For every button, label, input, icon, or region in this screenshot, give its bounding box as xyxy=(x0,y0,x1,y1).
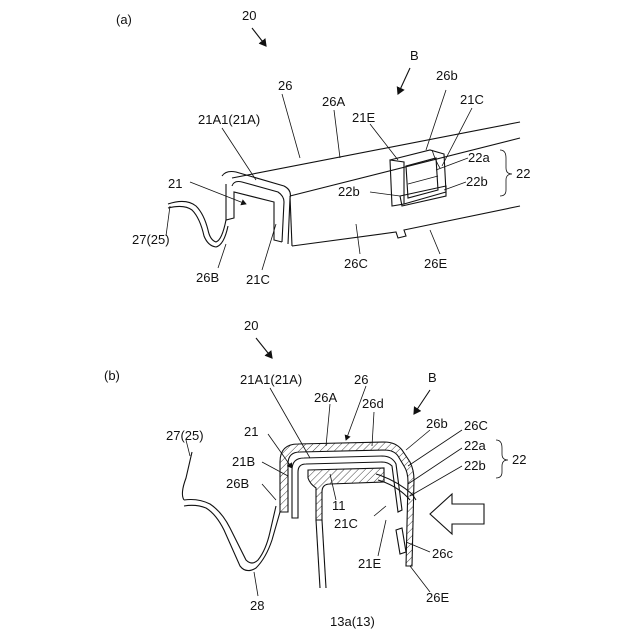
part-11-section xyxy=(308,468,384,520)
panel-13-line-2 xyxy=(322,520,326,588)
label-26b-side-a: 26B xyxy=(196,270,219,285)
label-26-a: 26 xyxy=(278,78,292,93)
label-21-b: 21 xyxy=(244,424,258,439)
panel-a-caption: (a) xyxy=(116,12,132,27)
leader-26-a xyxy=(282,94,300,158)
leader-21e-b xyxy=(378,520,386,556)
label-26b-b: 26b xyxy=(426,416,448,431)
label-20-b: 20 xyxy=(244,318,258,333)
leader-21c-b xyxy=(374,506,386,516)
weatherstrip-outer xyxy=(168,201,226,242)
weatherstrip-inner-b xyxy=(184,500,276,564)
label-26-b: 26 xyxy=(354,372,368,387)
leader-26b-side-b xyxy=(262,484,276,500)
clip-window-left xyxy=(390,160,404,206)
leader-28-b xyxy=(254,572,258,596)
arrow-20-b xyxy=(256,338,272,358)
label-22a-b: 22a xyxy=(464,438,486,453)
label-21c-b: 21C xyxy=(334,516,358,531)
leader-22a-a xyxy=(436,158,468,170)
label-27-a: 27(25) xyxy=(132,232,170,247)
label-22-a: 22 xyxy=(516,166,530,181)
cover-end-outer xyxy=(222,172,290,245)
leader-21c-a-left xyxy=(262,224,276,270)
leader-26a-a xyxy=(334,110,340,158)
label-26a-a: 26A xyxy=(322,94,345,109)
label-21c-a-left: 21C xyxy=(246,272,270,287)
panel-b: (b) 20 B xyxy=(104,318,526,629)
label-22b-b: 22b xyxy=(464,458,486,473)
label-27-b: 27(25) xyxy=(166,428,204,443)
label-21a1-b: 21A1(21A) xyxy=(240,372,302,387)
label-11-b: 11 xyxy=(332,498,346,513)
leader-26b-a xyxy=(426,90,446,150)
label-13-b: 13a(13) xyxy=(330,614,375,629)
label-21-a: 21 xyxy=(168,176,182,191)
leader-26e-b xyxy=(410,566,430,592)
label-26c-a: 26C xyxy=(344,256,368,271)
brace-22-b xyxy=(496,440,508,478)
clip-22a-body xyxy=(406,158,438,198)
leader-21e-a xyxy=(370,124,398,160)
weatherstrip-inner xyxy=(168,206,228,247)
leader-26b-side-a xyxy=(218,244,226,268)
leader-22b-a-right xyxy=(444,182,466,190)
arrow-b-a xyxy=(398,68,410,94)
label-21b-b: 21B xyxy=(232,454,255,469)
label-26d-b: 26d xyxy=(362,396,384,411)
weatherstrip-lip-b xyxy=(182,452,192,500)
bracket-21-section xyxy=(292,456,402,518)
clip-22a-line xyxy=(408,176,438,184)
label-26a-b: 26A xyxy=(314,390,337,405)
label-26b-a: 26b xyxy=(436,68,458,83)
cover-end-inner xyxy=(232,182,284,243)
label-21e-b: 21E xyxy=(358,556,381,571)
panel-b-caption: (b) xyxy=(104,368,120,383)
panel-13-line-1 xyxy=(316,520,320,588)
leader-26d-b xyxy=(372,412,374,446)
brace-22-a xyxy=(500,150,512,196)
label-26e-b: 26E xyxy=(426,590,449,605)
leader-22a-b xyxy=(408,448,462,484)
bracket-21-profile xyxy=(226,184,282,242)
label-21e-a: 21E xyxy=(352,110,375,125)
cover-26c-lip xyxy=(396,528,406,554)
label-22-b: 22 xyxy=(512,452,526,467)
arrow-20-a xyxy=(252,28,266,46)
leader-26a-b xyxy=(326,404,330,446)
label-26c-upper-b: 26C xyxy=(464,418,488,433)
leader-26e-a xyxy=(430,230,440,254)
label-26c-lower-b: 26c xyxy=(432,546,453,561)
leader-26c-upper-b xyxy=(408,430,462,466)
label-20-a: 20 xyxy=(242,8,256,23)
label-28-b: 28 xyxy=(250,598,264,613)
label-b-b: B xyxy=(428,370,437,385)
label-22b-a-left: 22b xyxy=(338,184,360,199)
weatherstrip-outer-b xyxy=(184,505,280,570)
label-26e-a: 26E xyxy=(424,256,447,271)
label-26b-side-b: 26B xyxy=(226,476,249,491)
leader-22b-a-left xyxy=(370,192,400,196)
leader-26-b xyxy=(346,386,366,440)
label-21a1-a: 21A1(21A) xyxy=(198,112,260,127)
arrow-b-b xyxy=(414,390,430,414)
label-22b-a-right: 22b xyxy=(466,174,488,189)
leader-26b-b xyxy=(406,430,430,450)
leader-22b-b xyxy=(410,466,462,496)
label-b-a: B xyxy=(410,48,419,63)
direction-b-hollow-arrow xyxy=(430,494,484,534)
label-21c-a-right: 21C xyxy=(460,92,484,107)
panel-a: (a) 20 B xyxy=(116,8,530,287)
label-22a-a: 22a xyxy=(468,150,490,165)
leader-26c-a xyxy=(356,224,360,254)
cover-bottom-edge xyxy=(292,206,520,246)
